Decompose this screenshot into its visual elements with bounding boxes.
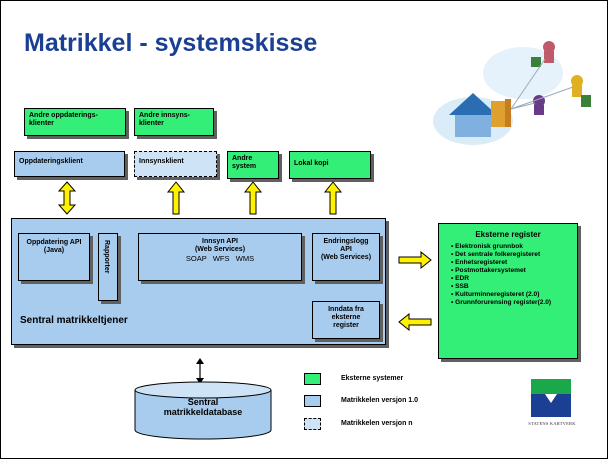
logo-icon — [531, 379, 571, 417]
legend-label-vn: Matrikkelen versjon n — [341, 420, 413, 427]
legend-swatch-v10 — [304, 395, 321, 407]
list-item: EDR — [451, 275, 571, 283]
arrow-database — [196, 358, 204, 384]
slide-title: Matrikkel - systemskisse — [24, 29, 318, 57]
arrow-from-external — [398, 313, 432, 331]
lokal-kopi-box: Lokal kopi — [289, 151, 371, 179]
list-item: Grunnforurensing register(2.0) — [451, 299, 571, 307]
arrow-oppdatering — [57, 181, 77, 215]
logo-text: STATENS KARTVERK — [528, 421, 576, 426]
database-label: Sentral matrikkeldatabase — [163, 397, 243, 418]
list-item: Enhetsregisteret — [451, 259, 571, 267]
arrow-lokal-kopi — [323, 181, 343, 215]
rapporter-box: Rapporter — [98, 233, 118, 301]
list-item: SSB — [451, 283, 571, 291]
innsyn-services: SOAP WFS WMS — [185, 254, 255, 264]
legend-swatch-vn — [304, 418, 321, 430]
list-item: Kulturminneregisteret (2.0) — [451, 291, 571, 299]
eksterne-register-title: Eksterne register — [475, 230, 541, 239]
eksterne-register-list: Elektronisk grunnbok Det sentrale folker… — [445, 243, 571, 307]
innsyn-api-label: Innsyn API (Web Services) — [194, 238, 246, 254]
andre-system-box: Andre system — [227, 151, 279, 179]
arrow-andre-system — [243, 181, 263, 215]
list-item: Det sentrale folkeregisteret — [451, 251, 571, 259]
innsynsklient-box: Innsynsklient — [134, 151, 217, 177]
eksterne-register-box: Eksterne register Elektronisk grunnbok D… — [438, 223, 578, 359]
rapporter-label: Rapporter — [103, 240, 111, 274]
server-label: Sentral matrikkeltjener — [20, 315, 128, 326]
andre-innsynsklienter-box: Andre innsyns- klienter — [134, 108, 214, 136]
andre-oppdateringsklienter-box: Andre oppdaterings- klienter — [24, 108, 126, 136]
arrow-innsyn — [166, 181, 186, 215]
list-item: Elektronisk grunnbok — [451, 243, 571, 251]
inndata-box: Inndata fra eksterne register — [312, 301, 380, 339]
innsyn-api-box: Innsyn API (Web Services) SOAP WFS WMS — [138, 233, 302, 281]
oppdateringsklient-box: Oppdateringsklient — [14, 151, 125, 177]
endringslogg-api-box: Endringslogg API (Web Services) — [312, 233, 380, 281]
sentral-matrikkeltjener: Oppdatering API (Java) Rapporter Innsyn … — [11, 218, 386, 345]
legend-label-v10: Matrikkelen versjon 1.0 — [341, 397, 419, 404]
oppdatering-api-box: Oppdatering API (Java) — [18, 233, 90, 281]
database-cylinder — [134, 381, 272, 440]
legend-label-external: Eksterne systemer — [341, 375, 404, 382]
legend-swatch-external — [304, 373, 321, 385]
list-item: Postmottakersystemet — [451, 267, 571, 275]
house-network-icon — [433, 41, 591, 145]
arrow-to-external — [398, 251, 432, 269]
